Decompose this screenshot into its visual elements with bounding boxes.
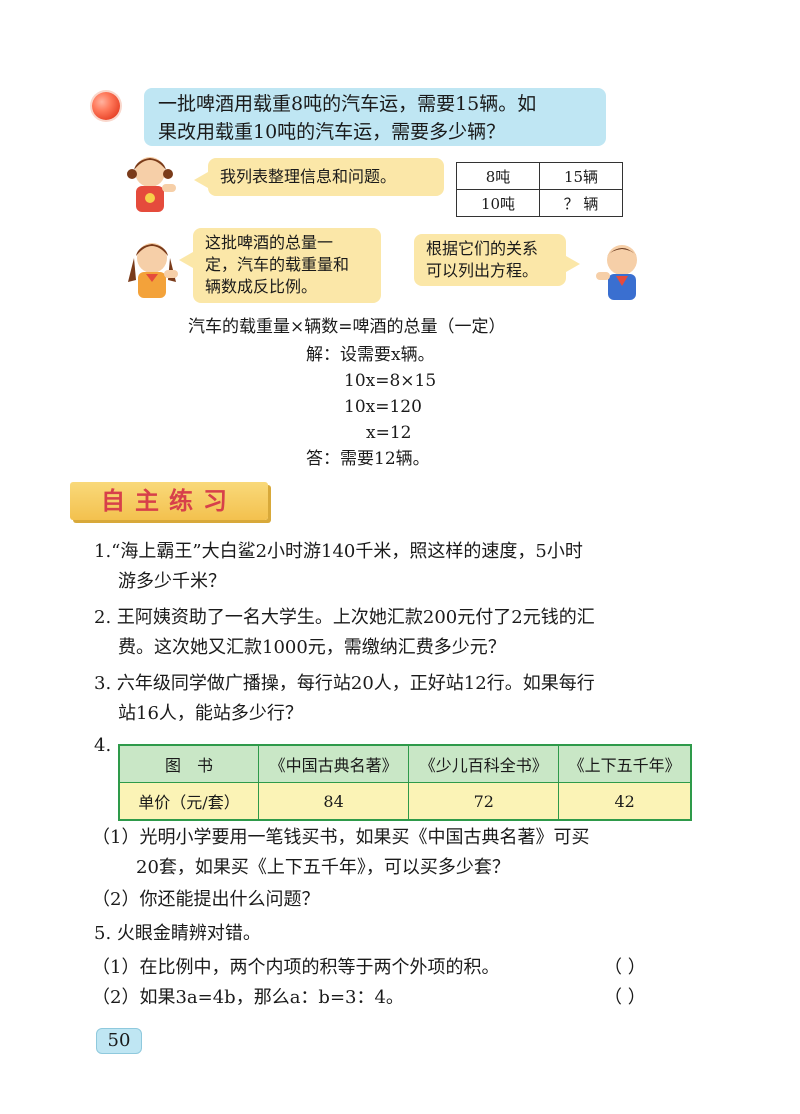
- solution-answer: 答：需要12辆。: [306, 449, 430, 469]
- exercise-5-q2: （2）如果3a=4b，那么a：b=3：4。: [92, 987, 404, 1008]
- section-title-badge: 自主练习: [70, 482, 268, 520]
- speech-bubble-equation: 根据它们的关系 可以列出方程。: [414, 234, 566, 286]
- table-cell: 单价（元/套）: [118, 782, 259, 821]
- table-row: 单价（元/套） 84 72 42: [118, 782, 692, 821]
- speech-bubble-inverse: 这批啤酒的总量一 定，汽车的载重量和 辆数成反比例。: [193, 228, 381, 303]
- exercise-3-line-1: 3. 六年级同学做广播操，每行站20人，正好站12行。如果每行: [94, 673, 595, 694]
- speech-bubble-table: 我列表整理信息和问题。: [208, 158, 444, 196]
- girl-illustration-2: [128, 243, 178, 298]
- boy-illustration: [596, 245, 637, 300]
- table-cell: ？ 辆: [539, 189, 623, 217]
- table-cell: 图 书: [118, 744, 259, 783]
- answer-parentheses: （ ）: [604, 957, 646, 978]
- problem-line-2: 果改用载重10吨的汽车运，需要多少辆？: [158, 121, 506, 143]
- problem-line-1: 一批啤酒用载重8吨的汽车运，需要15辆。如: [158, 93, 537, 115]
- exercise-5-q1: （1）在比例中，两个内项的积等于两个外项的积。: [92, 957, 500, 978]
- exercise-2-line-1: 2. 王阿姨资助了一名大学生。上次她汇款200元付了2元钱的汇: [94, 607, 595, 628]
- exercise-2-line-2: 费。这次她又汇款1000元，需缴纳汇费多少元？: [118, 637, 506, 658]
- table-row: 8吨 15辆: [456, 162, 623, 190]
- table-cell: 《中国古典名著》: [257, 744, 410, 783]
- exercise-5: 5. 火眼金睛辨对错。: [94, 923, 261, 944]
- solution-step: 10x=8×15: [344, 371, 437, 391]
- info-table: 8吨 15辆 10吨 ？ 辆: [456, 162, 623, 217]
- bubble-text: 定，汽车的载重量和: [205, 255, 350, 274]
- solution-formula: 汽车的载重量×辆数=啤酒的总量（一定）: [188, 317, 506, 337]
- problem-statement: 一批啤酒用载重8吨的汽车运，需要15辆。如 果改用载重10吨的汽车运，需要多少辆…: [144, 88, 606, 146]
- exercise-1-line-1: 1.“海上霸王”大白鲨2小时游140千米，照这样的速度，5小时: [94, 541, 583, 562]
- bubble-text: 辆数成反比例。: [205, 277, 318, 296]
- table-cell: 8吨: [456, 162, 540, 190]
- section-title: 自主练习: [101, 487, 237, 515]
- exercise-1-line-2: 游多少千米？: [118, 571, 226, 592]
- table-cell: 15辆: [539, 162, 623, 190]
- table-cell: 72: [408, 782, 560, 821]
- exercise-3-line-2: 站16人，能站多少行？: [118, 703, 303, 724]
- bubble-text: 根据它们的关系: [426, 239, 539, 258]
- bubble-tail: [179, 252, 193, 268]
- bubble-text: 可以列出方程。: [426, 261, 539, 280]
- problem-icon: [92, 92, 120, 120]
- solution-step: x=12: [366, 423, 412, 443]
- table-cell: 《上下五千年》: [558, 744, 692, 783]
- exercise-4-number: 4.: [94, 735, 112, 756]
- table-cell: 42: [558, 782, 692, 821]
- exercise-4-q2: （2）你还能提出什么问题？: [92, 889, 320, 910]
- solution-step: 解：设需要x辆。: [306, 345, 435, 365]
- page-number: 50: [96, 1028, 142, 1054]
- bubble-tail: [566, 256, 580, 272]
- bubble-text: 我列表整理信息和问题。: [220, 167, 397, 186]
- table-cell: 10吨: [456, 189, 540, 217]
- solution-step: 10x=120: [344, 397, 422, 417]
- exercise-4-q1-line-2: 20套，如果买《上下五千年》，可以买多少套？: [136, 857, 510, 878]
- table-cell: 《少儿百科全书》: [408, 744, 560, 783]
- answer-parentheses: （ ）: [604, 987, 646, 1008]
- bubble-text: 这批啤酒的总量一: [205, 233, 334, 252]
- girl-illustration-1: [127, 157, 176, 212]
- table-cell: 84: [257, 782, 410, 821]
- bubble-tail: [194, 172, 208, 188]
- exercise-4-q1-line-1: （1）光明小学要用一笔钱买书，如果买《中国古典名著》可买: [92, 827, 590, 848]
- table-row: 图 书 《中国古典名著》 《少儿百科全书》 《上下五千年》: [118, 744, 692, 783]
- table-row: 10吨 ？ 辆: [456, 189, 623, 217]
- book-price-table: 图 书 《中国古典名著》 《少儿百科全书》 《上下五千年》 单价（元/套） 84…: [118, 744, 692, 821]
